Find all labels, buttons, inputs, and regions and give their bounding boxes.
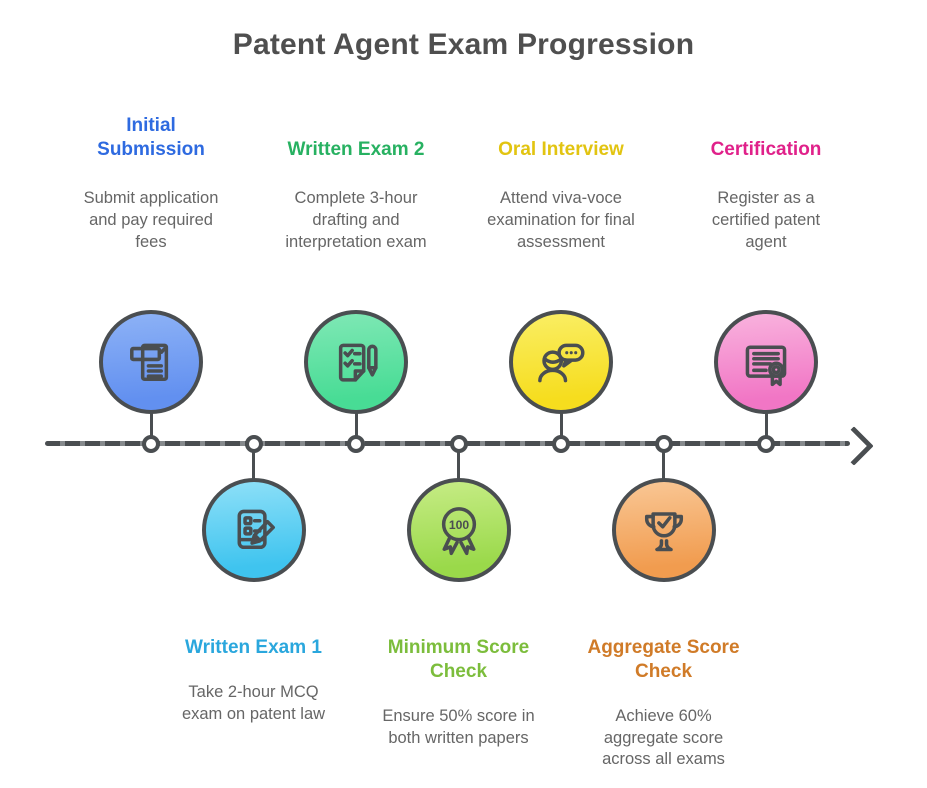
milestone-description: Ensure 50% score in both written papers [382, 706, 535, 747]
timeline-node [244, 434, 263, 453]
milestone-circle [304, 310, 408, 414]
milestone-text: Aggregate Score Check Achieve 60% aggreg… [569, 636, 759, 771]
certificate-icon [734, 330, 798, 394]
milestone-label: Aggregate Score Check [587, 637, 740, 682]
milestone-description: Attend viva-voce examination for final a… [487, 189, 635, 251]
page-title: Patent Agent Exam Progression [232, 28, 695, 61]
milestone-circle [99, 310, 203, 414]
milestone-text: Oral Interview Attend viva-voce examinat… [466, 98, 656, 253]
milestone-circle [611, 478, 716, 582]
timeline-node [654, 434, 673, 453]
milestone-circle [714, 310, 818, 414]
milestone-text: Minimum Score Check Ensure 50% score in … [364, 636, 554, 749]
milestone-text: Initial Submission Submit application an… [56, 98, 246, 253]
milestone-description: Submit application and pay required fees [83, 189, 219, 251]
checklist-pen-icon [324, 330, 388, 394]
milestone-circle [201, 478, 306, 582]
timeline-node [347, 434, 365, 453]
milestone-label: Minimum Score Check [387, 637, 530, 682]
timeline-node [552, 434, 570, 453]
interview-speech-icon [529, 330, 593, 394]
milestone-label: Oral Interview [498, 139, 624, 161]
timeline-node [757, 434, 775, 453]
milestone-text: Written Exam 2 Complete 3-hour drafting … [261, 98, 451, 253]
svg-text:100: 100 [448, 518, 469, 532]
medal-score-icon: 100 [427, 498, 491, 562]
mcq-pencil-icon [222, 498, 286, 562]
milestone-label: Written Exam 1 [185, 637, 322, 658]
application-form-icon [119, 330, 183, 394]
trophy-check-icon [632, 498, 696, 562]
milestone-label: Written Exam 2 [287, 139, 425, 161]
timeline-arrowhead-icon [834, 426, 874, 466]
milestone-description: Take 2-hour MCQ exam on patent law [181, 682, 326, 723]
milestone-label: Initial Submission [97, 115, 205, 161]
timeline-node [449, 434, 468, 453]
milestone-description: Complete 3-hour drafting and interpretat… [285, 189, 427, 251]
timeline-axis [45, 441, 850, 446]
milestone-label: Certification [710, 139, 822, 161]
milestone-description: Achieve 60% aggregate score across all e… [602, 706, 725, 769]
timeline-node [142, 434, 160, 453]
milestone-description: Register as a certified patent agent [711, 189, 821, 251]
milestone-text: Written Exam 1 Take 2-hour MCQ exam on p… [159, 636, 349, 725]
milestone-circle [509, 310, 613, 414]
milestone-text: Certification Register as a certified pa… [671, 98, 861, 253]
milestone-circle: 100 [406, 478, 511, 582]
